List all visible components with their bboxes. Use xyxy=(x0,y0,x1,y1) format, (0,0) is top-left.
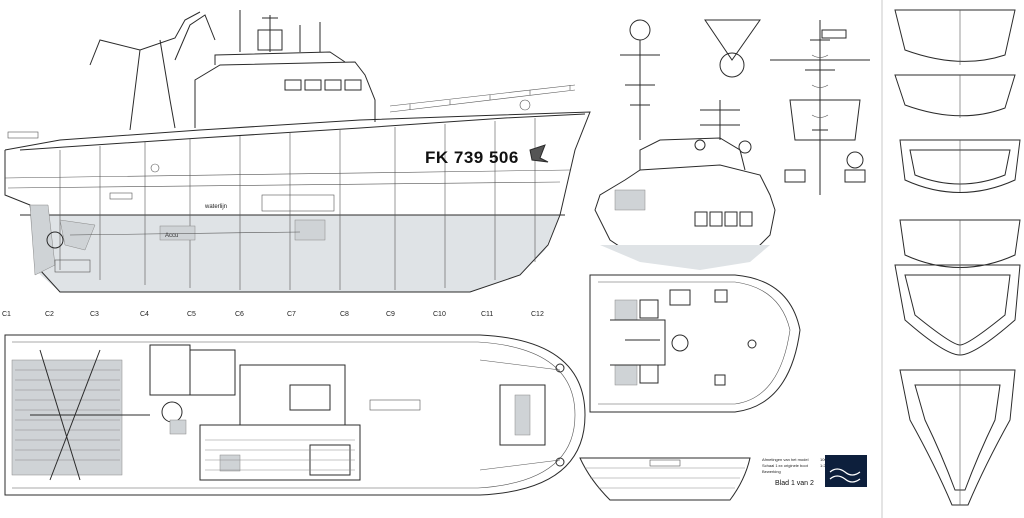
frame-label: C2 xyxy=(45,311,54,318)
battery-label: Accu xyxy=(165,233,178,239)
frame-label: C12 xyxy=(531,311,544,318)
title-line-2: Schaal 1:xx originele boot xyxy=(762,463,809,468)
frame-label: C1 xyxy=(2,311,11,318)
frame-labels: C1 C2 C3 C4 C5 C6 C7 C8 C9 C10 C11 C12 xyxy=(2,311,544,318)
title-scale: 1:25 xyxy=(820,463,829,468)
title-line-3: Bewerking xyxy=(762,469,781,474)
registration-number: FK 739 506 xyxy=(425,148,519,167)
frame-label: C8 xyxy=(340,311,349,318)
frame-label: C10 xyxy=(433,311,446,318)
title-line-1: Afmetingen van het model xyxy=(762,457,809,462)
frame-sections xyxy=(894,9,1021,506)
frame-label: C9 xyxy=(386,311,395,318)
frame-label: C11 xyxy=(481,311,493,318)
side-elevation: FK 739 506 waterlijn Accu xyxy=(4,10,591,293)
waterline-label: waterlijn xyxy=(204,204,227,210)
title-block: Afmetingen van het model Schaal 1:xx ori… xyxy=(762,455,867,487)
sheet-label: Blad 1 van 2 xyxy=(775,480,814,487)
bow-view xyxy=(594,19,776,270)
mast-detail xyxy=(770,20,870,195)
aft-deck-plan xyxy=(589,274,801,413)
frame-label: C5 xyxy=(187,311,196,318)
frame-label: C4 xyxy=(140,311,149,318)
frame-label: C6 xyxy=(235,311,244,318)
deck-plan xyxy=(4,334,586,496)
frame-label: C7 xyxy=(287,311,296,318)
logo-wave-icon xyxy=(829,468,861,476)
stern-profile xyxy=(579,457,751,501)
frame-label: C3 xyxy=(90,311,99,318)
